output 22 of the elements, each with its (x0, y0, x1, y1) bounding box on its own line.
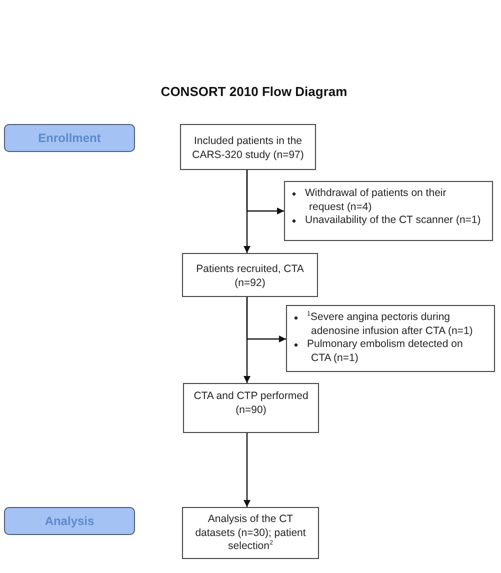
diagram-title: CONSORT 2010 Flow Diagram (160, 84, 348, 99)
box-text: Analysis of the CT datasets (n=30); patient selection$^{2}$ (194, 513, 307, 554)
process-box (182, 507, 319, 559)
stage-label: Analysis (44, 514, 94, 528)
exclusion-box (286, 305, 495, 372)
stage-label: Enrollment (38, 131, 101, 145)
process-box (180, 124, 316, 170)
box-text: Included patients in the CARS-320 study (n=97) (191, 135, 305, 162)
box-text: Patients recruited, CTA (n=92) (195, 263, 305, 290)
box-text: $^{1}$Severe angina pectoris during adenosine infusion after CTA (n=1) (307, 311, 474, 338)
exclusion-box (284, 181, 493, 241)
process-box (182, 253, 318, 297)
process-box (183, 383, 319, 433)
box-text: CTA and CTP performed (n=90) (192, 390, 310, 417)
box-text: Pulmonary embolism detected on CTA (n=1) (307, 338, 464, 365)
arrow (244, 297, 250, 383)
arrow (244, 433, 250, 507)
box-text: Withdrawal of patients on their request (n=4) (305, 187, 448, 214)
box-text: Unavailability of the CT scanner (n=1) (305, 214, 481, 228)
stage-box (4, 507, 135, 535)
arrow (244, 170, 250, 253)
stage-box (4, 124, 135, 152)
